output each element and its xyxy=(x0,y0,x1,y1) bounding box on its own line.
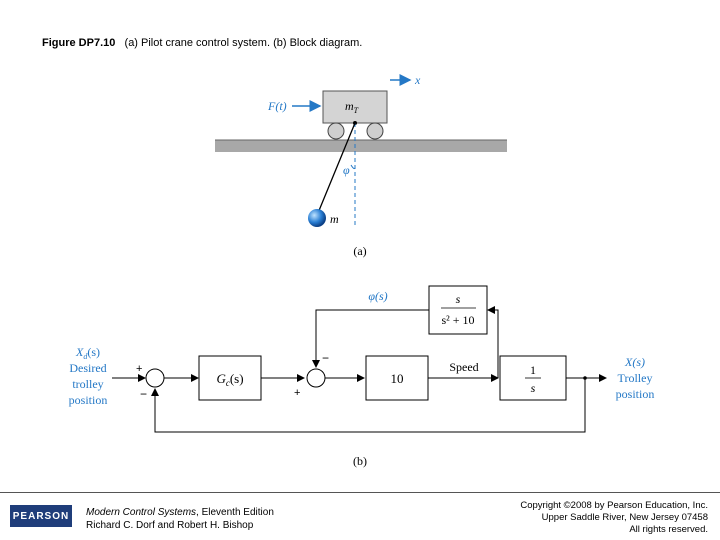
summing-junction-1 xyxy=(145,368,165,388)
summing-junction-2 xyxy=(306,368,326,388)
figure-caption-text: (a) Pilot crane control system. (b) Bloc… xyxy=(124,37,363,49)
book-info: Modern Control Systems, Eleventh Edition… xyxy=(86,506,274,532)
input-desc-line2: trolley xyxy=(72,377,103,391)
unity-feedback-path xyxy=(151,378,586,433)
gain-block xyxy=(365,355,429,401)
feedback-denominator: s² + 10 xyxy=(441,313,474,327)
figure-caption: Figure DP7.10 (a) Pilot crane control sy… xyxy=(42,37,362,49)
pendulum-cable xyxy=(317,122,356,214)
trolley-wheel-left xyxy=(327,122,345,140)
force-label: F(t) xyxy=(267,99,287,113)
part-b-tag: (b) xyxy=(353,454,367,468)
book-title-line: Modern Control Systems, Eleventh Edition xyxy=(86,506,274,519)
book-authors: Richard C. Dorf and Robert H. Bishop xyxy=(86,520,254,531)
part-a-tag: (a) xyxy=(353,244,366,258)
copyright-notice: Copyright ©2008 by Pearson Education, In… xyxy=(520,500,708,536)
book-edition: , Eleventh Edition xyxy=(196,507,274,518)
phi-signal-label: φ(s) xyxy=(368,289,387,303)
input-desc-line3: position xyxy=(69,393,108,407)
footer-divider xyxy=(0,492,720,493)
block-diagram: Xd(s) Desired trolley position + − Gc(s)… xyxy=(69,285,655,468)
controller-block xyxy=(198,355,262,401)
output-signal-label: X(s) xyxy=(624,355,645,369)
speed-feedback-path xyxy=(487,306,499,378)
ground-rail xyxy=(215,140,507,152)
input-desc-line1: Desired xyxy=(69,361,106,375)
pearson-logo-text: PEARSON xyxy=(12,510,70,522)
feedback-numerator: s xyxy=(456,292,461,306)
integrator-numerator: 1 xyxy=(530,363,536,377)
pendulum-mass xyxy=(308,209,326,227)
trolley-mass-label: mT xyxy=(345,99,359,115)
pearson-logo: PEARSON xyxy=(10,505,72,527)
angle-label: φ xyxy=(343,163,350,177)
sum1-plus-sign: + xyxy=(136,363,142,375)
gain-label: 10 xyxy=(391,371,404,386)
sum2-plus-sign: + xyxy=(294,387,300,399)
integrator-denominator: s xyxy=(531,381,536,395)
output-desc-line2: position xyxy=(616,387,655,401)
sum1-minus-sign: − xyxy=(140,387,147,401)
output-desc-line1: Trolley xyxy=(618,371,653,385)
angle-arc xyxy=(350,164,356,170)
trolley-wheel-right xyxy=(366,122,384,140)
phi-feedback-path xyxy=(312,309,429,368)
controller-label: Gc(s) xyxy=(216,371,243,388)
input-signal-label: Xd(s) xyxy=(75,345,100,361)
book-title: Modern Control Systems xyxy=(86,507,197,518)
figure-id: Figure DP7.10 xyxy=(42,37,116,49)
pilot-crane-diagram: x F(t) mT φ m (a) xyxy=(215,73,507,258)
trolley-body xyxy=(322,90,388,124)
speed-label: Speed xyxy=(449,360,478,374)
pendulum-mass-label: m xyxy=(330,212,339,226)
copyright-line-1: Copyright ©2008 by Pearson Education, In… xyxy=(520,500,708,511)
copyright-line-3: All rights reserved. xyxy=(629,524,708,535)
x-axis-label: x xyxy=(414,73,421,87)
copyright-line-2: Upper Saddle River, New Jersey 07458 xyxy=(541,512,708,523)
sum2-minus-sign: − xyxy=(322,351,329,365)
